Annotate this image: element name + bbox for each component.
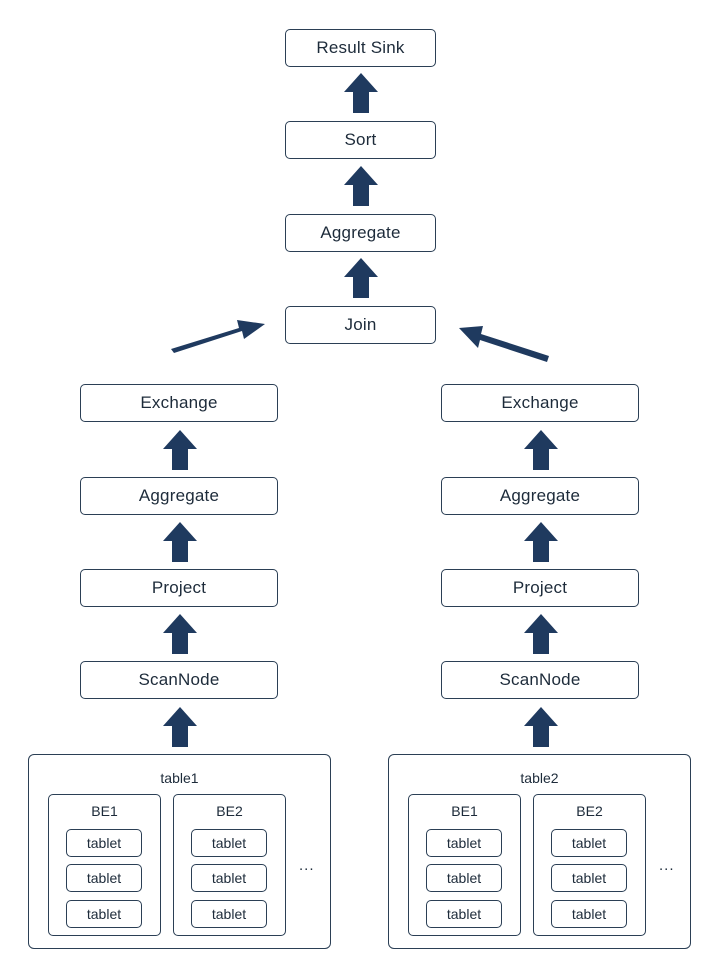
arrow-right-exchange-to-join: [459, 326, 549, 362]
be-label: BE1: [451, 803, 478, 819]
tablet: tablet: [426, 864, 502, 892]
arrow-aggregate-to-sort: [344, 166, 378, 206]
tablet: tablet: [66, 829, 142, 857]
right-exchange-node: Exchange: [441, 384, 639, 422]
tablet: tablet: [551, 864, 627, 892]
arrow-right-project-to-aggregate: [524, 522, 558, 562]
be-label: BE1: [91, 803, 118, 819]
aggregate-node: Aggregate: [285, 214, 436, 252]
left-aggregate-node: Aggregate: [80, 477, 278, 515]
left-scan-node: ScanNode: [80, 661, 278, 699]
arrow-right-table-to-scan: [524, 707, 558, 747]
table2-be2: BE2 tablet tablet tablet: [533, 794, 646, 936]
table2-label: table2: [520, 770, 559, 786]
tablet: tablet: [191, 829, 267, 857]
arrow-left-scan-to-project: [163, 614, 197, 654]
tablet: tablet: [426, 900, 502, 928]
arrow-left-table-to-scan: [163, 707, 197, 747]
arrow-left-aggregate-to-exchange: [163, 430, 197, 470]
left-project-node: Project: [80, 569, 278, 607]
tablet: tablet: [426, 829, 502, 857]
tablet: tablet: [551, 900, 627, 928]
arrow-join-to-aggregate: [344, 258, 378, 298]
right-project-node: Project: [441, 569, 639, 607]
join-node: Join: [285, 306, 436, 344]
table1-label: table1: [160, 770, 199, 786]
left-exchange-node: Exchange: [80, 384, 278, 422]
table2-group: table2 BE1 tablet tablet tablet BE2 tabl…: [388, 754, 691, 949]
table2-more-ellipsis: ...: [659, 857, 675, 874]
arrow-left-exchange-to-join: [171, 320, 265, 353]
result-sink-node: Result Sink: [285, 29, 436, 67]
arrow-sort-to-result-sink: [344, 73, 378, 113]
tablet: tablet: [191, 864, 267, 892]
right-scan-node: ScanNode: [441, 661, 639, 699]
table1-be2: BE2 tablet tablet tablet: [173, 794, 286, 936]
arrow-right-aggregate-to-exchange: [524, 430, 558, 470]
table1-be1: BE1 tablet tablet tablet: [48, 794, 161, 936]
tablet: tablet: [191, 900, 267, 928]
table1-more-ellipsis: ...: [299, 857, 315, 874]
right-aggregate-node: Aggregate: [441, 477, 639, 515]
table1-group: table1 BE1 tablet tablet tablet BE2 tabl…: [28, 754, 331, 949]
tablet: tablet: [551, 829, 627, 857]
arrow-right-scan-to-project: [524, 614, 558, 654]
tablet: tablet: [66, 864, 142, 892]
tablet: tablet: [66, 900, 142, 928]
arrow-left-project-to-aggregate: [163, 522, 197, 562]
table2-be1: BE1 tablet tablet tablet: [408, 794, 521, 936]
be-label: BE2: [576, 803, 603, 819]
be-label: BE2: [216, 803, 243, 819]
sort-node: Sort: [285, 121, 436, 159]
